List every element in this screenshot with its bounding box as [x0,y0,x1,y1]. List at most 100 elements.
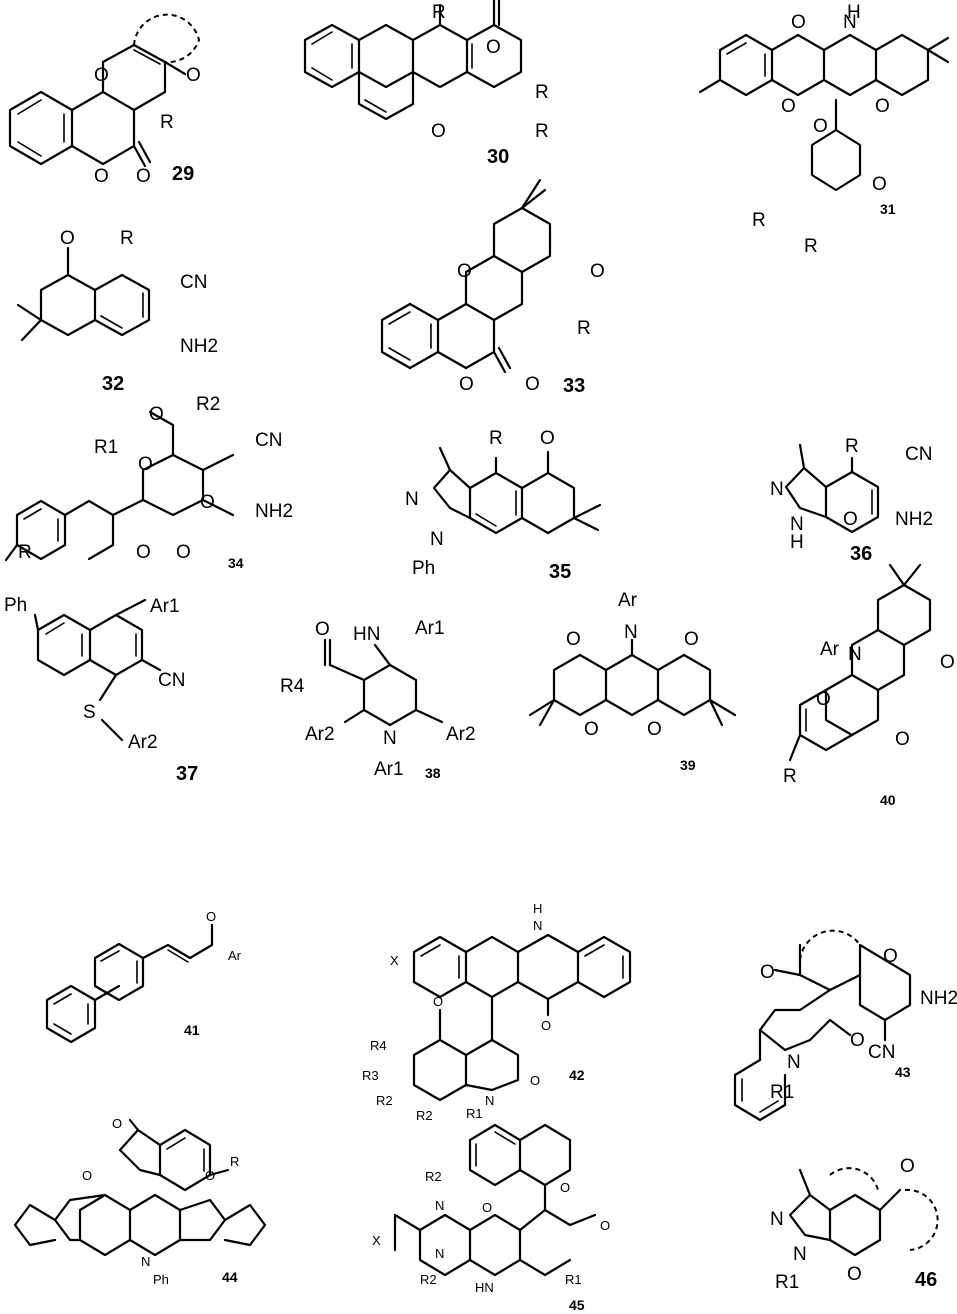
atom-label: N [485,1093,494,1108]
atom-label: N [770,1209,784,1230]
atom-label: R3 [362,1068,379,1083]
atom-label: H [790,532,804,553]
structure-44: O R O O N Ph 44 [13,1116,267,1287]
atom-label: O [600,1218,610,1233]
compound-number: 37 [176,763,198,785]
atom-label: O [82,1168,92,1183]
compound-number: 44 [222,1269,238,1285]
atom-label: CN [255,430,282,451]
atom-label: R [845,436,859,457]
atom-label: Ar1 [374,759,404,780]
atom-label: O [186,65,201,86]
compound-number: 38 [425,765,441,781]
structure-31: H O N O O O O R R 31 [698,2,950,257]
atom-label: R [804,236,818,257]
atom-label: R [160,112,174,133]
atom-label: O [875,96,890,117]
atom-label: N [533,918,542,933]
atom-label: O [94,65,109,86]
atom-label: O [816,689,831,710]
atom-label: N [383,728,397,749]
atom-label: N [435,1246,444,1261]
atom-label: HN [475,1280,494,1295]
atom-label: R [432,2,446,23]
atom-label: R1 [775,1272,799,1293]
structure-38: O HN Ar1 R4 Ar2 N Ar2 Ar1 38 [280,618,476,781]
structure-37: Ph Ar1 CN S Ar2 37 [4,595,198,785]
atom-label: O [590,261,605,282]
atom-label: R2 [416,1108,433,1123]
atom-label: O [895,729,910,750]
atom-label: NH2 [255,501,293,522]
atom-label: N [430,529,444,550]
atom-label: H [847,2,861,23]
atom-label: O [431,121,446,142]
atom-label: O [560,1180,570,1195]
atom-label: R [535,82,549,103]
atom-label: O [525,374,540,395]
atom-label: O [791,12,806,33]
atom-label: N [405,489,419,510]
atom-label: O [850,1030,865,1051]
atom-label: R [489,428,503,449]
atom-label: S [83,702,96,723]
atom-label: CN [868,1042,895,1063]
atom-label: O [760,962,775,983]
compound-number: 46 [915,1269,937,1291]
atom-label: R2 [196,394,220,415]
atom-label: N [624,622,638,643]
atom-label: R2 [376,1093,393,1108]
atom-label: O [176,542,191,563]
structure-41: O Ar 41 [45,909,242,1044]
atom-label: R [230,1154,239,1169]
atom-label: O [60,228,75,249]
atom-label: N [787,1052,801,1073]
atom-label: Ar2 [128,732,158,753]
atom-label: O [94,166,109,187]
atom-label: Ar2 [446,724,476,745]
atom-label: N [793,1244,807,1265]
atom-label: R1 [94,437,118,458]
atom-label: O [540,428,555,449]
structure-45: R2 N O X N R2 HN R1 O O 45 [372,1123,610,1313]
atom-label: O [433,994,443,1009]
compound-number: 29 [172,163,194,185]
atom-label: R4 [370,1038,387,1053]
atom-label: R2 [420,1272,437,1287]
atom-label: NH2 [180,336,218,357]
structure-40: Ar N O O O R 40 [783,563,955,808]
atom-label: NH2 [895,509,933,530]
atom-label: O [206,909,216,924]
atom-label: Ar1 [415,618,445,639]
atom-label: CN [158,670,185,691]
structure-32: O R CN NH2 32 [16,228,218,395]
atom-label: O [482,1200,492,1215]
atom-label: O [138,454,153,475]
atom-label: N [770,479,784,500]
atom-label: O [843,509,858,530]
atom-label: O [883,946,898,967]
compound-number: 34 [228,555,244,571]
atom-label: CN [180,272,207,293]
atom-label: O [457,261,472,282]
atom-label: CN [905,444,932,465]
compound-number: 39 [680,757,696,773]
atom-label: R [120,228,134,249]
atom-label: O [112,1116,122,1131]
atom-label: N [435,1198,444,1213]
atom-label: O [200,492,215,513]
atom-label: NH2 [920,988,957,1009]
compound-number: 31 [880,201,896,217]
atom-label: O [566,629,581,650]
compound-number: 33 [563,375,585,397]
atom-label: Ar [618,590,638,611]
atom-label: X [372,1233,381,1248]
compound-number: 32 [102,373,124,395]
structure-46: O N N R1 O 46 [770,1156,939,1293]
atom-label: R [783,766,797,787]
atom-label: R1 [565,1272,582,1287]
atom-label: O [940,652,955,673]
atom-label: R1 [770,1082,794,1103]
atom-label: O [541,1018,551,1033]
